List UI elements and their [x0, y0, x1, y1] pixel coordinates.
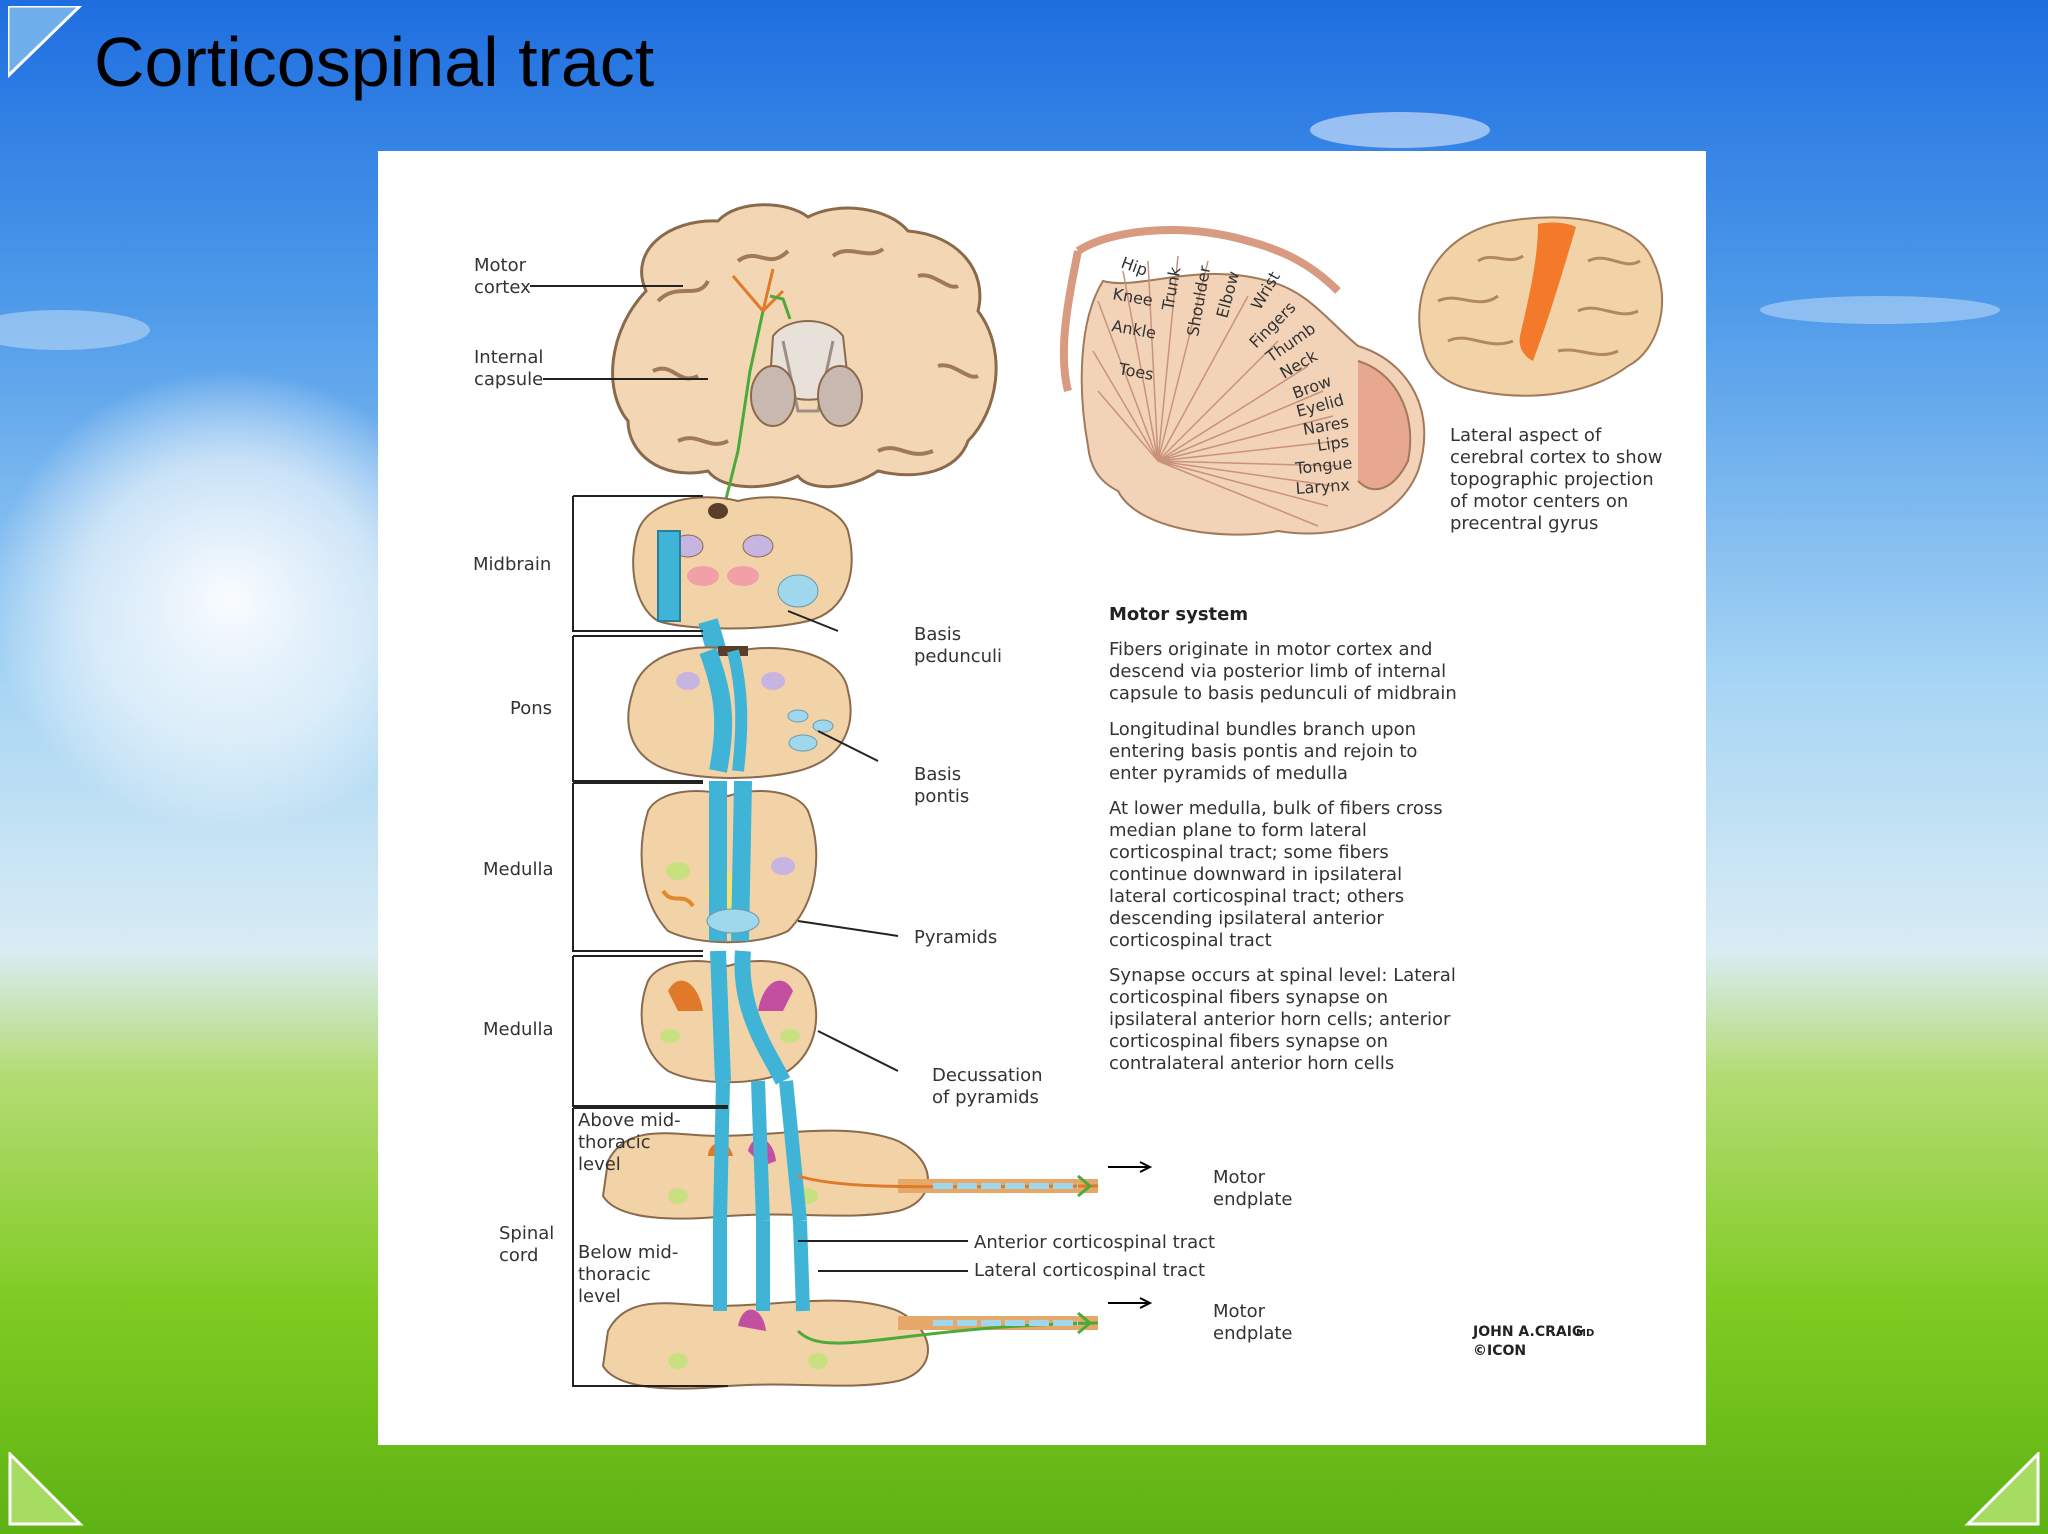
- homunculus-label: Lips: [1316, 432, 1350, 455]
- lateral-brain: [1418, 216, 1664, 397]
- svg-text:MD: MD: [1576, 1328, 1594, 1339]
- homunculus-label: Larynx: [1295, 475, 1351, 498]
- svg-text:©ICON: ©ICON: [1473, 1343, 1526, 1359]
- next-slide-button[interactable]: [1962, 1452, 2042, 1528]
- motor-system-description: Motor system Fibers originate in motor c…: [1109, 604, 1462, 1074]
- svg-text:JOHN A.CRAIG: JOHN A.CRAIG: [1472, 1324, 1583, 1340]
- previous-slide-button[interactable]: [8, 1452, 84, 1528]
- motor-system-paragraph-2: Longitudinal bundles branch upon enterin…: [1109, 719, 1423, 784]
- motor-homunculus: [1059, 226, 1426, 536]
- pons-label: Pons: [510, 698, 552, 719]
- motor-system-paragraph-4: Synapse occurs at spinal level: Lateral …: [1109, 965, 1462, 1074]
- medulla-label-1: Medulla: [483, 859, 553, 880]
- motor-system-paragraph-3: At lower medulla, bulk of fibers cross m…: [1109, 798, 1448, 951]
- midbrain-label: Midbrain: [473, 554, 551, 575]
- artist-signature: JOHN A.CRAIG MD ©ICON: [1472, 1324, 1594, 1359]
- motor-system-heading: Motor system: [1109, 604, 1248, 625]
- level-brackets: [530, 285, 968, 1387]
- tract-column: [601, 496, 1153, 1390]
- pyramids-label: Pyramids: [914, 927, 997, 948]
- slide-title: Corticospinal tract: [94, 23, 655, 101]
- lateral-tract-label: Lateral corticospinal tract: [974, 1260, 1205, 1281]
- medulla-label-2: Medulla: [483, 1019, 553, 1040]
- lateral-aspect-caption: Lateral aspect of cerebral cortex to sho…: [1450, 425, 1668, 534]
- corner-triangle-icon: [8, 6, 83, 78]
- coronal-brain-section: [611, 203, 998, 512]
- anterior-tract-label: Anterior corticospinal tract: [974, 1232, 1215, 1253]
- motor-system-paragraph-1: Fibers originate in motor cortex and des…: [1109, 639, 1457, 704]
